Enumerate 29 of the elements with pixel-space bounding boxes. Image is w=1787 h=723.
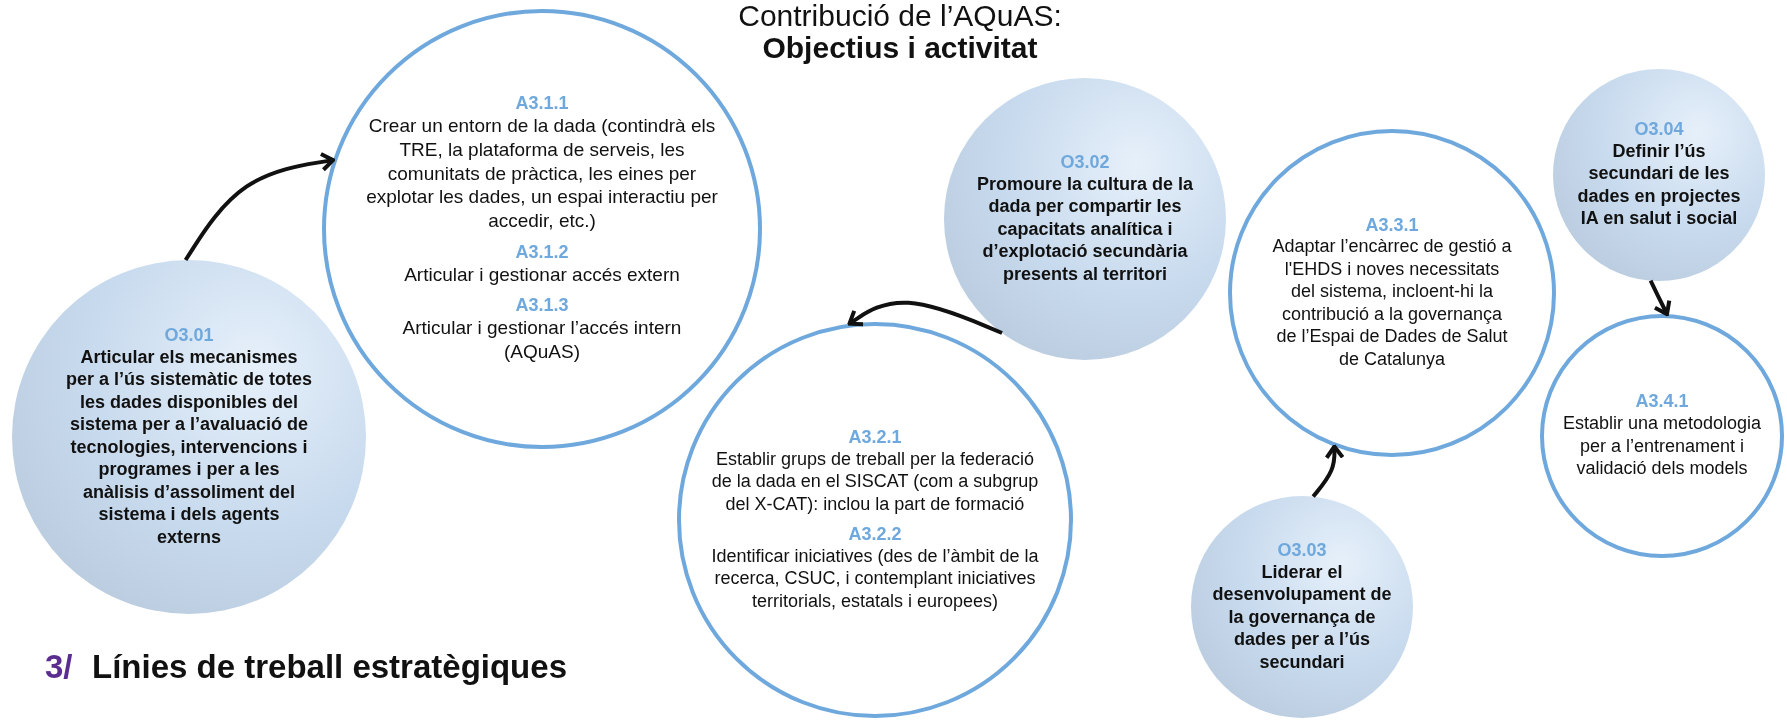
code-label: A3.3.1 (1364, 215, 1420, 236)
activity-text: Crear un entorn de la dada (contindrà els TRE, la plataforma de serveis, les comunitats de pràctica, les eines per explotar les dades, un espai interactiu per accedir, etc.) (365, 114, 719, 233)
code-label: O3.03 (1276, 540, 1328, 561)
code-label: O3.01 (163, 325, 215, 346)
code-label: O3.04 (1633, 120, 1685, 140)
code-label: A3.1.2 (514, 242, 570, 263)
arrow (1311, 444, 1345, 498)
code-label: O3.02 (1059, 152, 1111, 173)
code-label: A3.2.2 (847, 525, 903, 545)
objective-text: Articular els mecanismes per a l’ús sistemàtic de totes les dades disponibles del sistema per a l’avaluació de tecnologies, intervencions i programes i per a les anàlisis d’assoliment del sistema i dels agents externs (64, 345, 314, 549)
code-label: A3.1.3 (514, 296, 570, 317)
activity-text: Identificar iniciatives (des de l’àmbit de la recerca, CSUC, i contemplant iniciatives territorials, estatals i europees) (710, 544, 1040, 613)
objective-text: Definir l’ús secundari de les dades en projectes IA en salut i social (1576, 139, 1742, 230)
objective-text: Promoure la cultura de la dada per compartir les capacitats analítica i d’explotació secundària presents al territori (975, 172, 1195, 286)
activity-text: Establir una metodologia per a l’entrenament i validació dels models (1562, 412, 1762, 480)
section-number: 3/ (45, 648, 73, 686)
section-heading: Línies de treball estratègiques (92, 648, 567, 686)
objective-text: Liderar el desenvolupament de la governança de dades per a l’ús secundari (1212, 560, 1392, 674)
activity-text: Articular i gestionar accés extern (403, 262, 681, 287)
code-label: A3.2.1 (847, 427, 903, 448)
code-label: A3.4.1 (1634, 392, 1690, 413)
arrow (183, 151, 336, 262)
diagram-title: Contribució de l’AQuAS: Objectius i activitat (737, 0, 1063, 63)
arrow (847, 300, 1003, 335)
code-label: A3.1.1 (514, 94, 570, 115)
arrow (1648, 279, 1672, 317)
activity-text: Adaptar l’encàrrec de gestió a l'EHDS i noves necessitats del sistema, incloent-hi la contribució a la governança de l’Espai de Dades de Salut de Catalunya (1272, 235, 1512, 371)
activity-text: Articular i gestionar l’accés intern (AQuAS) (401, 316, 683, 364)
activity-text: Establir grups de treball per la federació de la dada en el SISCAT (com a subgrup del X-CAT): inclou la part de formació (710, 447, 1040, 515)
